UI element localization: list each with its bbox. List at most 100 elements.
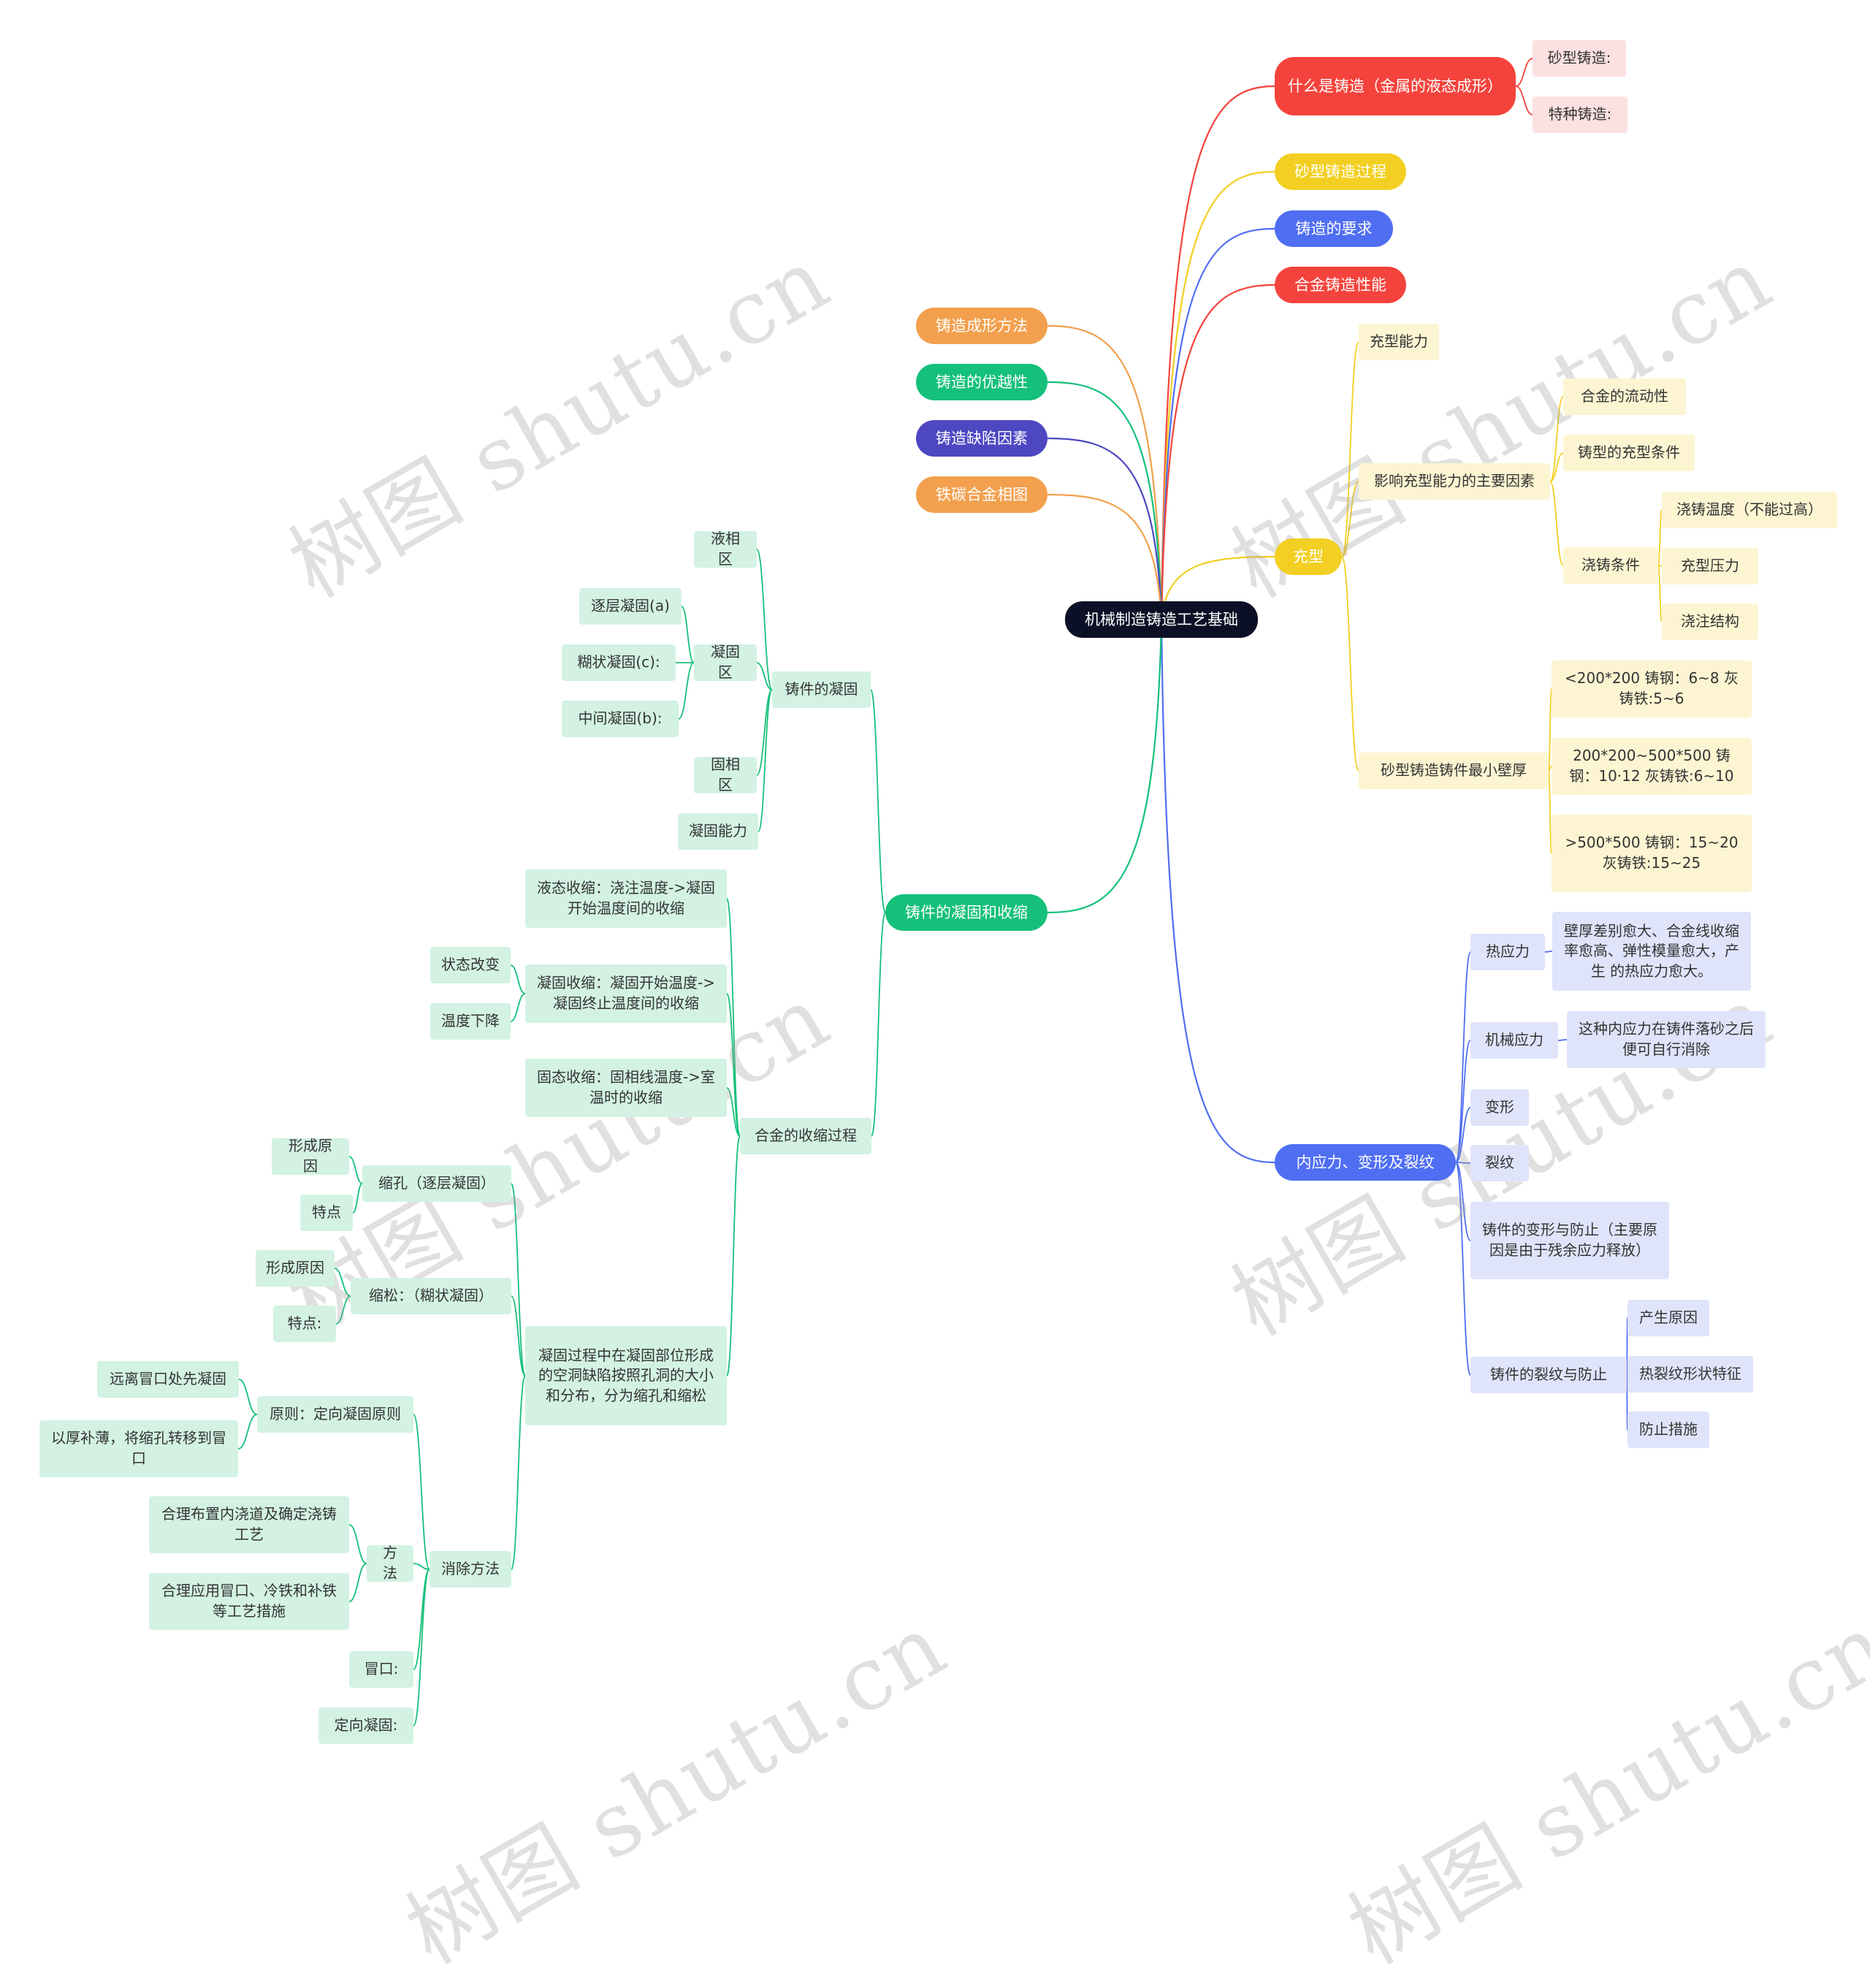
connector-spec [1515,85,1533,115]
node-solid-ability-label: 凝固能力 [689,822,747,840]
topic-solid-shrink[interactable]: 铸件的凝固和收缩 [885,894,1047,931]
node-layer-solid[interactable]: 逐层凝固(a) [579,588,682,625]
node-mushy-zone[interactable]: 凝固区 [694,643,757,681]
node-deform-prevent-label: 铸件的变形与防止（主要原因是由于残余应力释放） [1482,1221,1657,1259]
node-liquid-zone[interactable]: 液相区 [694,530,757,568]
node-cavity[interactable]: 凝固过程中在凝固部位形成的空洞缺陷按照孔洞的大小和分布，分为缩孔和缩松 [525,1326,727,1425]
node-solidification[interactable]: 铸件的凝固 [772,671,871,708]
node-solid-ability[interactable]: 凝固能力 [678,813,758,850]
node-prevent-measure[interactable]: 防止措施 [1627,1412,1709,1448]
node-crack[interactable]: 裂纹 [1470,1145,1529,1181]
node-mid-solid-label: 中间凝固(b): [578,709,663,728]
node-arrange-gating[interactable]: 合理布置内浇道及确定浇铸工艺 [149,1496,349,1553]
connector-alloy [1160,283,1275,620]
topic-defect-factors[interactable]: 铸造缺陷因素 [916,420,1047,457]
node-min-wall[interactable]: 砂型铸造铸件最小壁厚 [1359,753,1549,789]
node-hot-crack-label: 热裂纹形状特征 [1639,1365,1741,1383]
connector-ms2 [678,662,695,720]
node-shrink-hole[interactable]: 缩孔（逐层凝固） [362,1165,511,1202]
node-mech-stress-label: 机械应力 [1485,1031,1543,1049]
connector-proc [1160,170,1275,620]
connector-def [1047,437,1163,620]
node-filling-ability[interactable]: 充型能力 [1359,324,1439,360]
node-sand-casting[interactable]: 砂型铸造: [1533,40,1626,77]
node-filling-pressure[interactable]: 充型压力 [1662,548,1758,584]
node-hole-feature-label: 特点 [312,1203,341,1222]
node-porosity[interactable]: 缩松：（糊状凝固） [351,1278,511,1314]
node-principle[interactable]: 原则：定向凝固原则 [257,1396,413,1433]
topic-requirements[interactable]: 铸造的要求 [1275,210,1393,247]
node-riser[interactable]: 冒口: [349,1651,413,1688]
node-thermal-desc[interactable]: 壁厚差别愈大、合金线收缩率愈高、弹性模量愈大，产生 的热应力愈大。 [1552,912,1751,991]
topic-solid-shrink-label: 铸件的凝固和收缩 [905,903,1028,921]
node-pouring-conditions-label: 浇铸条件 [1581,556,1640,574]
node-crack-cause[interactable]: 产生原因 [1627,1300,1709,1336]
connector-lines [237,58,1663,1726]
node-thermal-stress[interactable]: 热应力 [1470,934,1545,970]
node-porosity-feature[interactable]: 特点: [273,1306,336,1342]
topic-superiority[interactable]: 铸造的优越性 [916,364,1047,400]
connector-afl [1549,396,1564,482]
node-hole-cause[interactable]: 形成原因 [272,1137,349,1175]
node-filling-pressure-label: 充型压力 [1681,557,1739,575]
node-wall-2-label: 200*200~500*500 铸钢：10·12 灰铸铁:6~10 [1569,747,1734,785]
topic-alloy-performance[interactable]: 合金铸造性能 [1275,267,1406,303]
node-solid-state-shrink[interactable]: 固态收缩：固相线温度->室温时的收缩 [525,1059,727,1117]
node-pouring-temp[interactable]: 浇铸温度（不能过高） [1662,492,1837,528]
node-liquid-shrink[interactable]: 液态收缩：浇注温度->凝固开始温度间的收缩 [525,869,727,928]
node-elimination[interactable]: 消除方法 [430,1551,511,1588]
connector-ms [1455,1040,1471,1163]
connector-por [511,1295,526,1376]
node-thick-feed[interactable]: 以厚补薄，将缩孔转移到冒口 [39,1420,238,1477]
node-porosity-cause[interactable]: 形成原因 [256,1250,335,1287]
node-mid-solid[interactable]: 中间凝固(b): [562,701,679,737]
node-temp-drop[interactable]: 温度下降 [430,1003,511,1040]
node-paste-solid[interactable]: 糊状凝固(c): [562,644,676,681]
node-pouring-conditions[interactable]: 浇铸条件 [1563,547,1658,584]
node-deform-prevent[interactable]: 铸件的变形与防止（主要原因是由于残余应力释放） [1470,1202,1669,1279]
topic-stress[interactable]: 内应力、变形及裂纹 [1275,1144,1456,1181]
node-alloy-fluidity[interactable]: 合金的流动性 [1563,378,1686,415]
connector-tdp [510,993,526,1022]
topic-fe-c-diagram[interactable]: 铁碳合金相图 [916,476,1047,513]
node-deformation[interactable]: 变形 [1470,1089,1529,1126]
node-shrink-process[interactable]: 合金的收缩过程 [740,1118,871,1154]
central-topic[interactable]: 机械制造铸造工艺基础 [1065,601,1258,638]
topic-sand-process[interactable]: 砂型铸造过程 [1275,153,1406,190]
node-mold-conditions[interactable]: 铸型的充型条件 [1563,435,1695,471]
node-hole-feature[interactable]: 特点 [300,1195,353,1231]
node-elimination-label: 消除方法 [441,1560,500,1578]
connector-fa [1341,341,1359,557]
node-wall-1[interactable]: <200*200 铸钢：6~8 灰铸铁:5~6 [1552,660,1752,717]
connector-hca [348,1156,363,1184]
node-mech-desc[interactable]: 这种内应力在铸件落砂之后便可自行消除 [1567,1011,1766,1068]
node-mech-stress[interactable]: 机械应力 [1470,1022,1558,1059]
node-crack-prevent[interactable]: 铸件的裂纹与防止 [1470,1357,1627,1393]
node-solidify-shrink-label: 凝固收缩：凝固开始温度->凝固终止温度间的收缩 [537,974,715,1012]
node-gating-structure[interactable]: 浇注结构 [1662,603,1758,640]
topic-filling[interactable]: 充型 [1275,538,1342,575]
topic-what-is-casting[interactable]: 什么是铸造（金属的液态成形） [1275,57,1516,115]
topic-forming-method[interactable]: 铸造成形方法 [916,308,1047,344]
topic-stress-label: 内应力、变形及裂纹 [1296,1153,1435,1171]
node-special-casting[interactable]: 特种铸造: [1533,96,1627,133]
node-deformation-label: 变形 [1485,1098,1514,1116]
node-crack-cause-label: 产生原因 [1639,1309,1698,1327]
node-solid-zone[interactable]: 固相区 [694,755,757,793]
node-solidification-label: 铸件的凝固 [785,680,858,698]
node-solidify-shrink[interactable]: 凝固收缩：凝固开始温度->凝固终止温度间的收缩 [525,964,727,1023]
node-state-change[interactable]: 状态改变 [430,947,511,983]
connector-dir [413,1569,430,1726]
node-wall-2[interactable]: 200*200~500*500 铸钢：10·12 灰铸铁:6~10 [1552,738,1752,795]
node-riser-label: 冒口: [364,1660,399,1678]
node-wall-3[interactable]: >500*500 铸钢：15~20 灰铸铁:15~25 [1552,815,1752,892]
node-hot-crack[interactable]: 热裂纹形状特征 [1627,1356,1753,1393]
node-use-riser[interactable]: 合理应用冒口、冷铁和补铁等工艺措施 [149,1573,349,1630]
node-far-riser[interactable]: 远离冒口处先凝固 [97,1361,239,1398]
node-method[interactable]: 方法 [367,1544,413,1582]
node-mushy-zone-label: 凝固区 [711,643,740,681]
node-filling-factors[interactable]: 影响充型能力的主要因素 [1359,463,1550,500]
node-directional[interactable]: 定向凝固: [318,1707,413,1744]
connector-ss [1047,619,1163,914]
node-wall-1-label: <200*200 铸钢：6~8 灰铸铁:5~6 [1564,669,1739,707]
